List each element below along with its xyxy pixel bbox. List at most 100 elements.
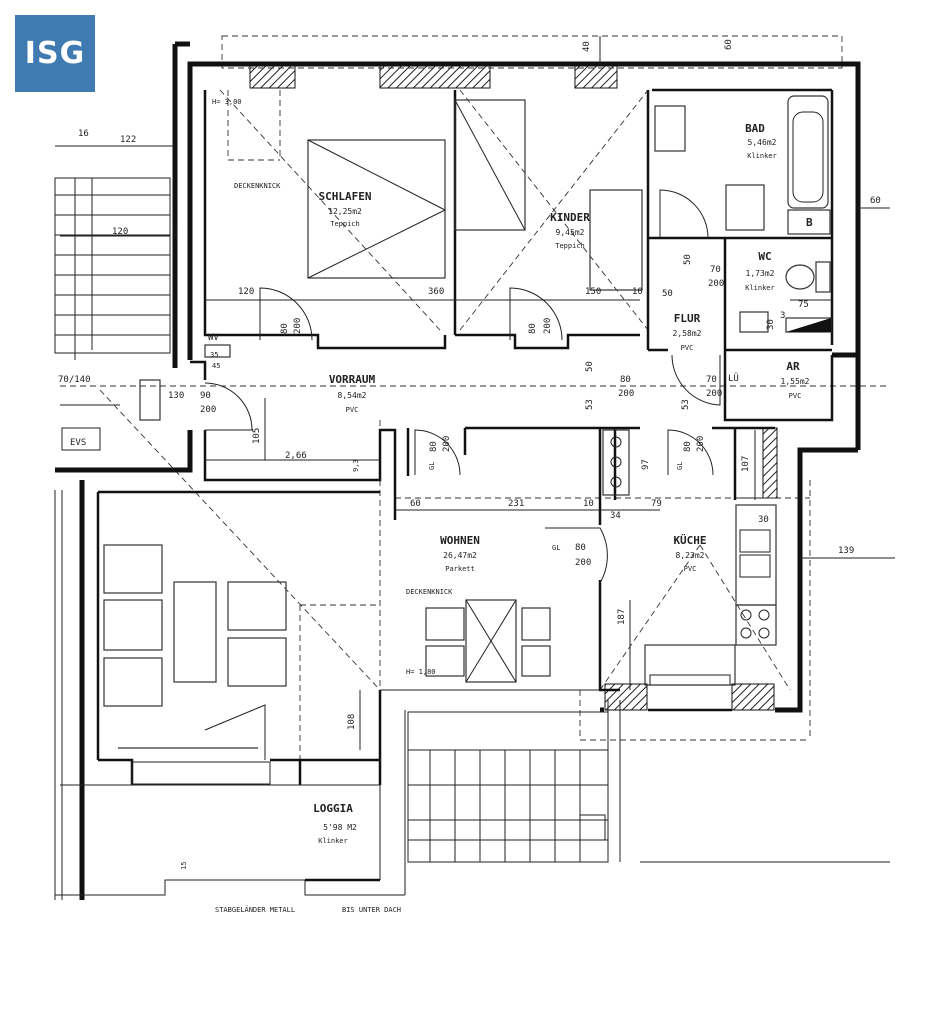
dim-label: 70 xyxy=(706,375,717,385)
dim-label: 187 xyxy=(617,609,627,625)
dim-label: 139 xyxy=(838,546,854,556)
room-floor: PVC xyxy=(684,565,697,573)
room-name: KÜCHE xyxy=(673,533,706,547)
dim-label: 80 xyxy=(280,323,290,334)
dim-label: 150 xyxy=(585,287,601,297)
dim-label: 231 xyxy=(508,499,524,509)
room-area: 8,23m2 xyxy=(676,551,705,560)
room-bad: BAD 5,46m2 Klinker xyxy=(745,122,777,160)
note-deckenknick: DECKENKNICK xyxy=(234,182,281,190)
dim-label: 60 xyxy=(724,39,734,50)
dim-label: 200 xyxy=(200,405,216,415)
room-name: AR xyxy=(786,360,800,373)
room-name: VORRAUM xyxy=(329,373,376,386)
dim-label: 50 xyxy=(662,289,673,299)
note-stabgelaender: STABGELÄNDER METALL xyxy=(215,905,295,914)
room-name: LOGGIA xyxy=(313,802,353,815)
dim-label: 120 xyxy=(112,227,128,237)
dim-label: 53 xyxy=(585,399,595,410)
door-swings xyxy=(204,189,721,760)
room-vorraum: VORRAUM 8,54m2 PVC xyxy=(329,373,376,414)
room-floor: Klinker xyxy=(747,152,777,160)
room-area: 1,73m2 xyxy=(746,269,775,278)
note-room-height: H= 1,80 xyxy=(406,668,436,676)
dim-label: 80 xyxy=(620,375,631,385)
dim-label: 15 xyxy=(180,862,188,870)
note-gl: GL xyxy=(428,462,436,470)
dim-label: 90 xyxy=(200,391,211,401)
dim-label: 130 xyxy=(168,391,184,401)
room-wohnen: WOHNEN 26,47m2 Parkett xyxy=(440,534,480,573)
room-area: 9,45m2 xyxy=(556,228,585,237)
dim-label: 50 xyxy=(585,361,595,372)
room-loggia: LOGGIA 5'98 M2 Klinker xyxy=(313,802,357,845)
room-name: BAD xyxy=(745,122,765,135)
dim-label: 360 xyxy=(428,287,444,297)
dim-label: 80 xyxy=(429,441,439,452)
dim-label: 108 xyxy=(347,714,357,730)
dim-label: 80 xyxy=(575,543,586,553)
dim-label: 122 xyxy=(120,135,136,145)
note-lue: LÜ xyxy=(728,373,739,384)
stairs xyxy=(54,177,890,900)
logo-text: ISG xyxy=(24,36,86,71)
dim-label: 16 xyxy=(78,129,89,139)
note-wv: WV xyxy=(208,333,219,343)
dim-label: 34 xyxy=(610,511,621,521)
dim-label: 30 xyxy=(766,319,776,330)
room-schlafen: SCHLAFEN 12,25m2 Teppich xyxy=(319,190,372,228)
dim-label: 80 xyxy=(683,441,693,452)
dim-label: 10 xyxy=(583,499,594,509)
room-floor: Teppich xyxy=(555,242,585,250)
room-floor: Klinker xyxy=(318,837,348,845)
dim-label: 200 xyxy=(618,389,634,399)
furniture xyxy=(61,95,832,785)
note-gl: GL xyxy=(676,462,684,470)
room-area: 1,55m2 xyxy=(781,377,810,386)
dim-label: 60 xyxy=(410,499,421,509)
dim-label: 200 xyxy=(706,389,722,399)
room-floor: Parkett xyxy=(445,565,475,573)
room-kinder: KINDER 9,45m2 Teppich xyxy=(550,211,590,250)
note-room-height: H= 3,00 xyxy=(212,98,242,106)
room-name: WC xyxy=(758,250,771,263)
room-floor: PVC xyxy=(346,406,359,414)
dim-label: 200 xyxy=(696,436,706,452)
dim-label: 40 xyxy=(582,41,592,52)
room-floor: PVC xyxy=(681,344,694,352)
dim-label: 200 xyxy=(293,318,303,334)
isg-logo: ISG xyxy=(15,15,95,92)
dim-label: 50 xyxy=(683,254,693,265)
room-floor: PVC xyxy=(789,392,802,400)
dim-label: 79 xyxy=(651,499,662,509)
room-floor: Teppich xyxy=(330,220,360,228)
room-flur: FLUR 2,58m2 PVC xyxy=(673,312,702,352)
dim-label: 70/140 xyxy=(58,375,91,385)
room-area: 12,25m2 xyxy=(328,207,362,216)
room-area: 5,46m2 xyxy=(748,138,777,147)
hatched-pillars xyxy=(249,63,778,711)
dim-label: 97 xyxy=(641,459,651,470)
dim-label: 70 xyxy=(710,265,721,275)
dim-label: 3 xyxy=(780,311,785,321)
dim-label: 107 xyxy=(741,456,751,472)
dim-label: 120 xyxy=(238,287,254,297)
walls xyxy=(55,41,861,900)
room-name: KINDER xyxy=(550,211,590,224)
note-deckenknick: DECKENKNICK xyxy=(406,588,453,596)
note-gl: GL xyxy=(552,544,560,552)
dim-label: 10 xyxy=(632,287,643,297)
room-area: 8,54m2 xyxy=(338,391,367,400)
plan-notes: DECKENKNICK DECKENKNICK H= 3,00 H= 1,80 … xyxy=(70,98,813,914)
dim-label: 30 xyxy=(758,515,769,525)
dim-label: 45 xyxy=(212,362,220,370)
note-b: B xyxy=(806,216,813,229)
room-area: 26,47m2 xyxy=(443,551,477,560)
room-ar: AR 1,55m2 PVC xyxy=(781,360,810,400)
dim-label: 60 xyxy=(870,196,881,206)
room-name: SCHLAFEN xyxy=(319,190,372,203)
dim-label: 105 xyxy=(252,428,262,444)
dim-label: 80 xyxy=(528,323,538,334)
dim-label: 75 xyxy=(798,300,809,310)
